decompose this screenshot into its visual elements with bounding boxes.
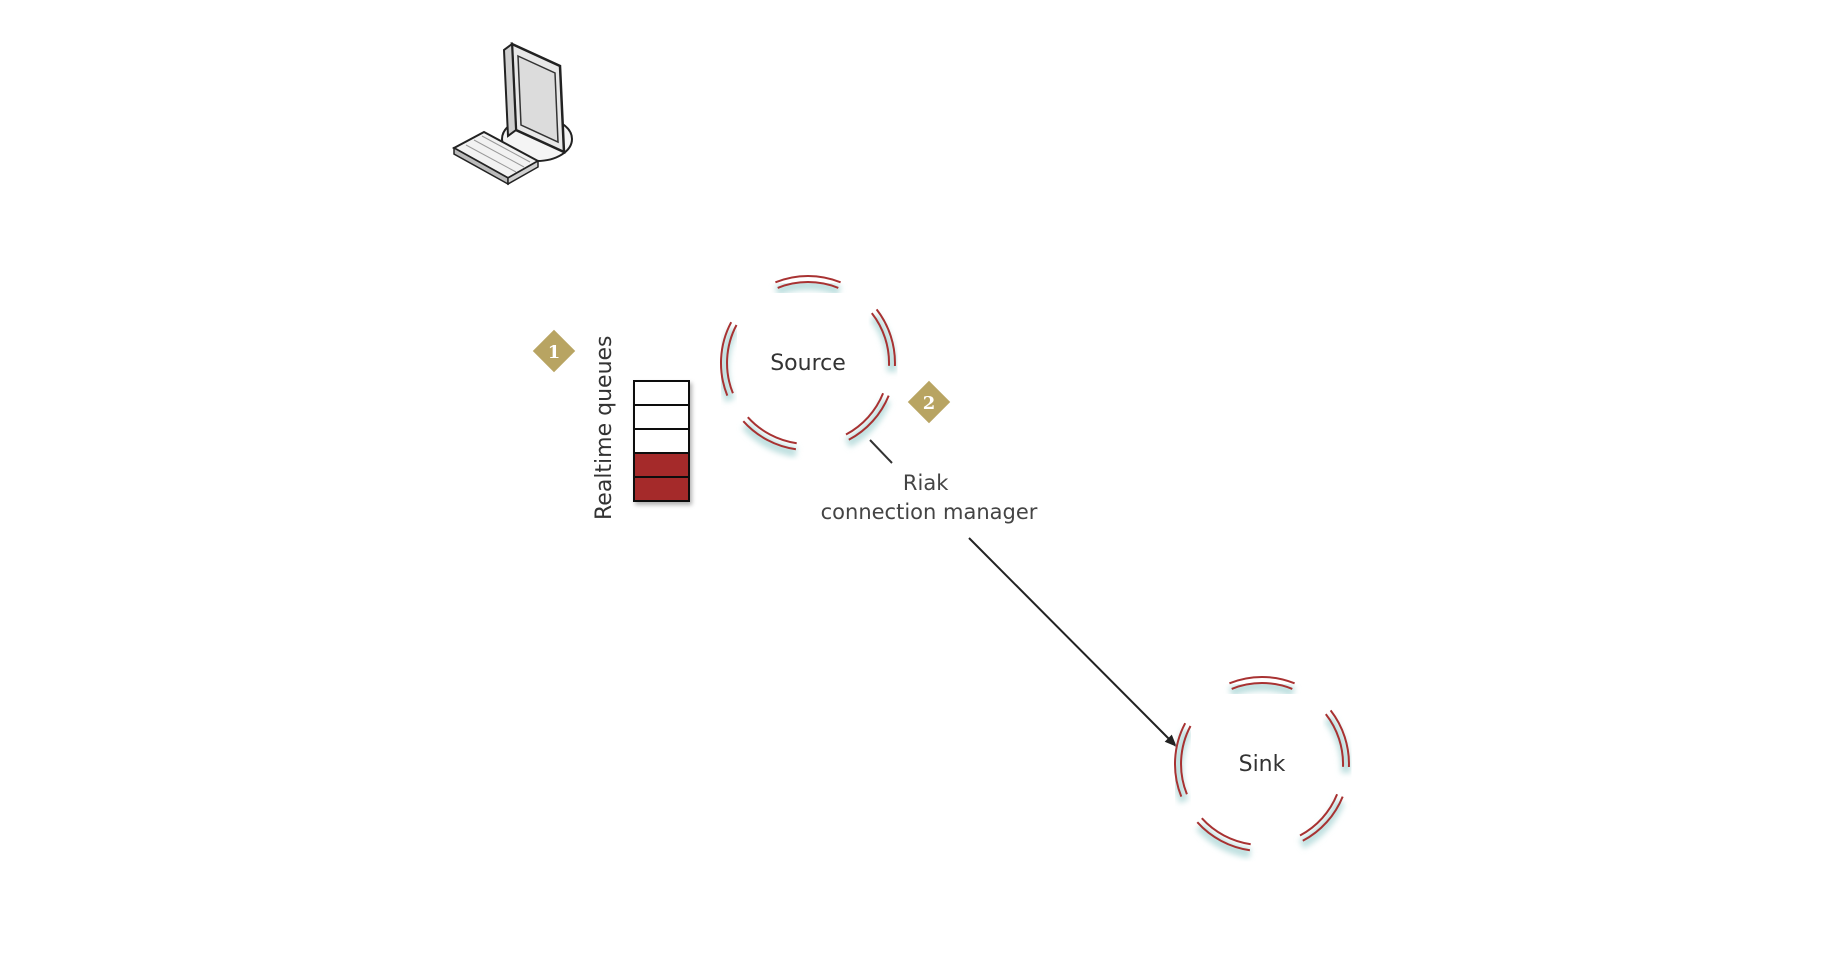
sink-ring-segment bbox=[1201, 817, 1251, 846]
sink-ring bbox=[1174, 676, 1350, 852]
step-2-badge: 2 bbox=[907, 380, 951, 424]
source-ring-segment bbox=[777, 281, 839, 289]
source-ring-segment bbox=[747, 416, 797, 445]
source-ring-glow-segment bbox=[741, 421, 798, 458]
desktop-computer-icon bbox=[451, 42, 573, 186]
sink-ring-glow-segment bbox=[1228, 681, 1296, 697]
source-ring-segment bbox=[848, 395, 890, 441]
queue-slot-empty bbox=[633, 428, 690, 454]
source-ring-glow-segment bbox=[774, 280, 842, 296]
source-ring-segment bbox=[845, 392, 885, 436]
queue-slot-empty bbox=[633, 380, 690, 406]
source-ring bbox=[720, 275, 896, 451]
source-label: Source bbox=[770, 351, 846, 376]
source-node: Source bbox=[719, 275, 897, 458]
sink-ring-segment bbox=[1329, 709, 1350, 768]
connection-manager-label-line1: Riak bbox=[903, 471, 949, 495]
sink-node: Sink bbox=[1173, 676, 1351, 859]
svg-text:2: 2 bbox=[923, 393, 936, 414]
sink-label: Sink bbox=[1239, 752, 1286, 777]
source-ring-segment bbox=[875, 308, 896, 367]
sink-ring-segment bbox=[1196, 821, 1251, 852]
svg-text:1: 1 bbox=[548, 342, 561, 363]
sink-ring-segment bbox=[1180, 725, 1192, 795]
source-ring-segment bbox=[720, 321, 733, 396]
sink-ring-segment bbox=[1299, 793, 1339, 837]
replication-arrow bbox=[968, 537, 1177, 747]
connection-manager-label: Riak connection manager bbox=[821, 471, 1038, 524]
source-ring-segment bbox=[775, 275, 841, 284]
sink-ring-segment bbox=[1325, 713, 1345, 767]
sink-ring-glow-segment bbox=[1195, 822, 1252, 859]
connection-manager-label-line2: connection manager bbox=[821, 500, 1038, 524]
realtime-queues-label: Realtime queues bbox=[592, 335, 617, 520]
sink-ring-segment bbox=[1174, 722, 1187, 797]
sink-ring-segment bbox=[1229, 676, 1295, 685]
source-ring-segment bbox=[742, 420, 797, 451]
queue-slot-filled bbox=[633, 476, 690, 502]
queue-slot-empty bbox=[633, 404, 690, 430]
step-1-badge: 1 bbox=[532, 329, 576, 373]
connection-manager-leader-line bbox=[869, 439, 893, 464]
realtime-queue-stack bbox=[633, 380, 690, 502]
source-ring-segment bbox=[726, 324, 738, 394]
sink-ring-segment bbox=[1302, 796, 1344, 842]
sink-ring-segment bbox=[1231, 682, 1293, 690]
queue-slot-filled bbox=[633, 452, 690, 478]
source-ring-segment bbox=[871, 312, 891, 366]
